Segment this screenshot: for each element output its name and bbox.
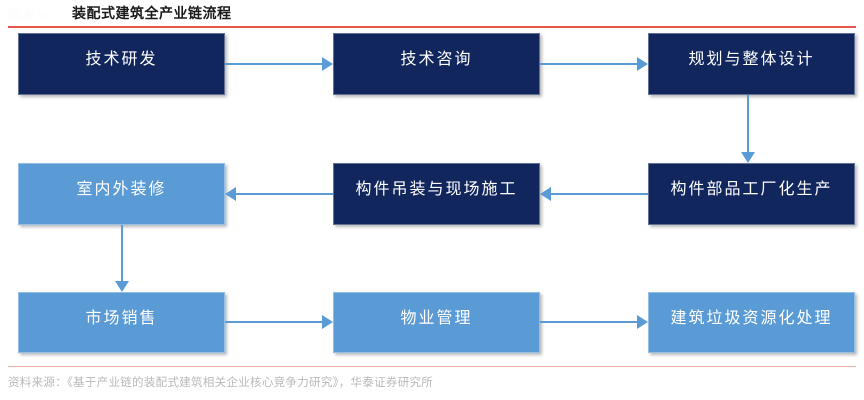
arrow-line <box>121 225 123 281</box>
flowchart-canvas: 技术研发 技术咨询 规划与整体设计 室内外装修 构件吊装与现场施工 构件部品工厂… <box>0 26 864 366</box>
header-divider <box>8 26 856 28</box>
page-title: 装配式建筑全产业链流程 <box>72 7 232 22</box>
flow-node-label: 规划与整体设计 <box>688 51 815 68</box>
flow-arrow-decoration-to-sales <box>115 225 129 292</box>
source-note: 资料来源：《基于产业链的装配式建筑相关企业核心竞争力研究》，华泰证券研究所 <box>8 377 434 389</box>
flow-arrow-factory-to-hoisting <box>540 187 648 201</box>
flow-arrow-consulting-to-planning <box>540 57 648 71</box>
flow-node-factory-production[interactable]: 构件部品工厂化生产 <box>648 163 855 225</box>
flow-node-waste-recycling[interactable]: 建筑垃圾资源化处理 <box>648 292 855 353</box>
arrowhead-right-icon <box>322 57 333 71</box>
arrowhead-right-icon <box>637 57 648 71</box>
flow-node-component-hoisting-construction[interactable]: 构件吊装与现场施工 <box>333 163 540 225</box>
flow-node-technology-consulting[interactable]: 技术咨询 <box>333 33 540 95</box>
flow-node-interior-exterior-decoration[interactable]: 室内外装修 <box>18 163 225 225</box>
flow-node-label: 技术咨询 <box>400 51 473 68</box>
arrowhead-left-icon <box>540 187 551 201</box>
flow-node-label: 技术研发 <box>85 51 158 68</box>
flow-node-planning-design[interactable]: 规划与整体设计 <box>648 33 855 95</box>
flow-node-market-sales[interactable]: 市场销售 <box>18 292 225 353</box>
flow-arrow-planning-to-factory <box>741 95 755 163</box>
footer-divider <box>8 366 856 367</box>
flow-node-label: 室内外装修 <box>76 181 167 198</box>
figure-label: 图表3: <box>8 8 49 23</box>
arrow-line <box>551 193 648 195</box>
flow-node-technology-rd[interactable]: 技术研发 <box>18 33 225 95</box>
arrowhead-down-icon <box>741 152 755 163</box>
arrow-line <box>747 95 749 152</box>
arrow-line <box>225 63 322 65</box>
flow-arrow-sales-to-property <box>225 315 333 329</box>
arrowhead-right-icon <box>322 315 333 329</box>
flow-arrow-rd-to-consulting <box>225 57 333 71</box>
flow-node-label: 构件部品工厂化生产 <box>670 181 833 198</box>
arrow-line <box>236 193 333 195</box>
flow-node-label: 构件吊装与现场施工 <box>355 181 518 198</box>
arrow-line <box>540 321 637 323</box>
arrowhead-right-icon <box>637 315 648 329</box>
flow-node-label: 市场销售 <box>85 309 158 327</box>
flow-arrow-property-to-waste <box>540 315 648 329</box>
flow-node-label: 物业管理 <box>400 309 473 327</box>
arrow-line <box>540 63 637 65</box>
arrow-line <box>225 321 322 323</box>
flow-node-label: 建筑垃圾资源化处理 <box>670 309 833 327</box>
flow-arrow-hoisting-to-decoration <box>225 187 333 201</box>
arrowhead-down-icon <box>115 281 129 292</box>
flow-node-property-management[interactable]: 物业管理 <box>333 292 540 353</box>
arrowhead-left-icon <box>225 187 236 201</box>
